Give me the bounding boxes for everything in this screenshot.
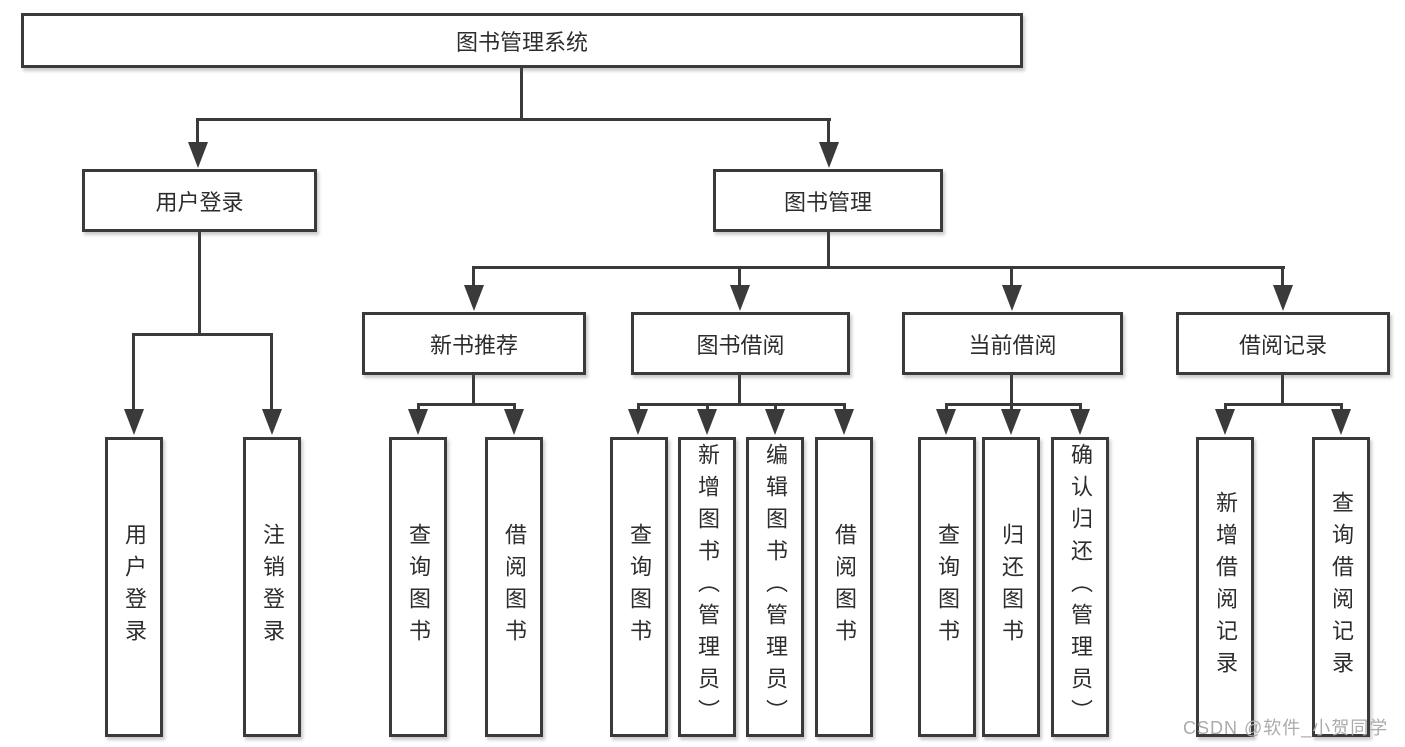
leaf-add-book-admin: 新增图书（管理员） xyxy=(678,437,736,737)
leaf-add-borrow-record-label: 新增借阅记录 xyxy=(1213,491,1238,683)
arrowhead-icon xyxy=(1001,409,1021,435)
leaf-query-books-borrow-label: 查询图书 xyxy=(627,523,652,651)
connector-line xyxy=(738,375,741,405)
csdn-watermark: CSDN @软件_小贺同学 xyxy=(1183,718,1389,738)
leaf-edit-book-admin-label: 编辑图书（管理员） xyxy=(763,443,788,731)
leaf-edit-book-admin: 编辑图书（管理员） xyxy=(746,437,804,737)
connector-line xyxy=(945,403,948,413)
node-book-borrow-label: 图书借阅 xyxy=(696,332,785,358)
arrowhead-icon xyxy=(819,142,839,168)
connector-line xyxy=(472,266,475,288)
connector-line xyxy=(417,403,516,406)
connector-line xyxy=(738,266,741,288)
connector-line xyxy=(472,266,1285,269)
connector-line xyxy=(472,375,475,405)
leaf-query-books-borrow: 查询图书 xyxy=(610,437,668,737)
connector-line xyxy=(198,232,201,335)
arrowhead-icon xyxy=(504,409,524,435)
node-book-management: 图书管理 xyxy=(713,169,943,232)
node-book-management-label: 图书管理 xyxy=(783,189,872,215)
connector-line xyxy=(196,118,199,146)
leaf-borrow-books-recommend-label: 借阅图书 xyxy=(502,523,527,651)
node-borrow-records-label: 借阅记录 xyxy=(1238,332,1327,358)
node-borrow-records: 借阅记录 xyxy=(1176,312,1390,375)
leaf-user-login: 用户登录 xyxy=(105,437,163,737)
leaf-query-books-recommend: 查询图书 xyxy=(389,437,447,737)
connector-line xyxy=(132,333,135,413)
leaf-confirm-return-admin-label: 确认归还（管理员） xyxy=(1068,443,1093,731)
connector-line xyxy=(843,403,846,413)
leaf-query-books-current: 查询图书 xyxy=(918,437,976,737)
leaf-query-books-current-label: 查询图书 xyxy=(935,523,960,651)
arrowhead-icon xyxy=(628,409,648,435)
connector-line xyxy=(417,403,420,413)
leaf-borrow-books-recommend: 借阅图书 xyxy=(485,437,543,737)
leaf-confirm-return-admin: 确认归还（管理员） xyxy=(1051,437,1109,737)
node-user-login: 用户登录 xyxy=(82,169,317,232)
arrowhead-icon xyxy=(408,409,428,435)
leaf-add-borrow-record: 新增借阅记录 xyxy=(1196,437,1254,737)
connector-line xyxy=(1010,375,1013,405)
arrowhead-icon xyxy=(1331,409,1351,435)
arrowhead-icon xyxy=(834,409,854,435)
leaf-logout-label: 注销登录 xyxy=(260,523,285,651)
connector-line xyxy=(1010,266,1013,288)
node-book-borrow: 图书借阅 xyxy=(631,312,850,375)
connector-line xyxy=(1281,375,1284,405)
connector-line xyxy=(520,68,523,121)
leaf-logout: 注销登录 xyxy=(243,437,301,737)
arrowhead-icon xyxy=(697,409,717,435)
leaf-add-book-admin-label: 新增图书（管理员） xyxy=(695,443,720,731)
arrowhead-icon xyxy=(464,285,484,311)
node-user-login-label: 用户登录 xyxy=(155,189,244,215)
node-system-root-label: 图书管理系统 xyxy=(455,29,588,55)
arrowhead-icon xyxy=(765,409,785,435)
node-new-book-recommend: 新书推荐 xyxy=(362,312,586,375)
leaf-query-borrow-record-label: 查询借阅记录 xyxy=(1329,491,1354,683)
connector-line xyxy=(513,403,516,413)
connector-line xyxy=(1224,403,1227,413)
connector-line xyxy=(827,232,830,268)
connector-line xyxy=(270,333,273,413)
leaf-user-login-label: 用户登录 xyxy=(122,523,147,651)
connector-line xyxy=(637,403,846,406)
leaf-query-books-recommend-label: 查询图书 xyxy=(406,523,431,651)
arrowhead-icon xyxy=(936,409,956,435)
arrowhead-icon xyxy=(124,409,144,435)
arrowhead-icon xyxy=(730,285,750,311)
arrowhead-icon xyxy=(188,142,208,168)
connector-line xyxy=(706,403,709,413)
arrowhead-icon xyxy=(1273,285,1293,311)
arrowhead-icon xyxy=(262,409,282,435)
connector-line xyxy=(637,403,640,413)
node-new-book-recommend-label: 新书推荐 xyxy=(429,332,518,358)
leaf-return-book-label: 归还图书 xyxy=(999,523,1024,651)
connector-line xyxy=(774,403,777,413)
connector-line xyxy=(132,333,273,336)
node-current-borrow: 当前借阅 xyxy=(902,312,1123,375)
connector-line xyxy=(827,118,830,146)
leaf-borrow-books: 借阅图书 xyxy=(815,437,873,737)
leaf-return-book: 归还图书 xyxy=(982,437,1040,737)
connector-line xyxy=(196,118,831,121)
connector-line xyxy=(1340,403,1343,413)
connector-line xyxy=(1010,403,1013,413)
node-system-root: 图书管理系统 xyxy=(21,13,1023,68)
connector-line xyxy=(1281,266,1284,288)
arrowhead-icon xyxy=(1070,409,1090,435)
leaf-borrow-books-label: 借阅图书 xyxy=(832,523,857,651)
leaf-query-borrow-record: 查询借阅记录 xyxy=(1312,437,1370,737)
arrowhead-icon xyxy=(1002,285,1022,311)
connector-line xyxy=(945,403,1082,406)
connector-line xyxy=(1079,403,1082,413)
connector-line xyxy=(1224,403,1343,406)
node-current-borrow-label: 当前借阅 xyxy=(968,332,1057,358)
arrowhead-icon xyxy=(1215,409,1235,435)
